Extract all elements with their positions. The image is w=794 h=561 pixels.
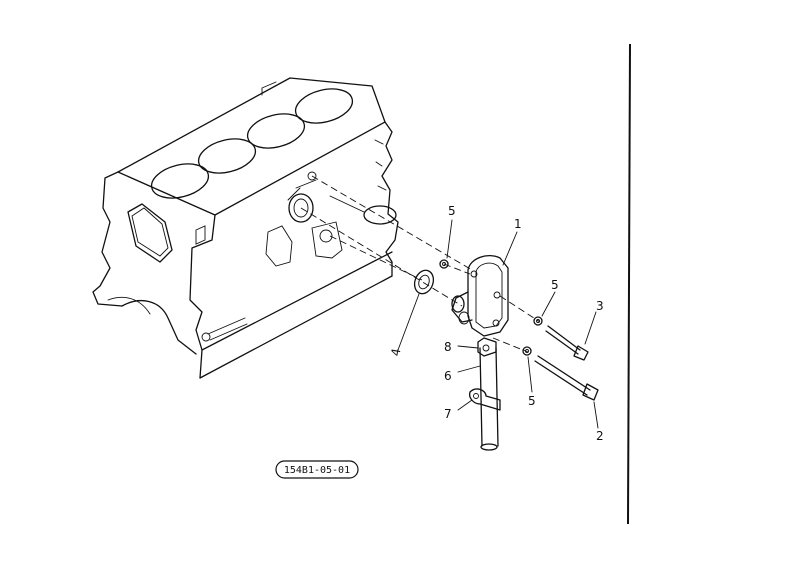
bolt-long <box>534 355 591 396</box>
washer-right <box>533 316 543 326</box>
part-label-7: 7 <box>444 407 452 421</box>
bolts <box>534 325 599 401</box>
bolt-short <box>545 325 581 355</box>
oil-outlet-boss <box>288 193 314 223</box>
part-label-5-lower: 5 <box>528 394 536 408</box>
drawing-border-line <box>627 43 631 525</box>
cylinder-bore-3 <box>246 113 306 149</box>
part-label-6: 6 <box>444 369 452 383</box>
part-label-4: 4 <box>388 347 403 357</box>
washer-upper <box>439 259 449 269</box>
washers <box>439 259 543 356</box>
engine-block <box>92 77 399 379</box>
part-label-1: 1 <box>514 217 522 231</box>
block-front-opening <box>127 203 173 263</box>
tube-bracket <box>468 388 501 411</box>
oil-pump-housing <box>451 255 509 337</box>
cylinder-bore-2 <box>197 138 257 174</box>
part-label-3: 3 <box>596 299 604 313</box>
drawing-code-tag: 154B1-05-01 <box>275 460 359 479</box>
tube-clip <box>477 337 497 357</box>
cylinder-bore-4 <box>294 88 354 124</box>
o-ring-gasket <box>413 269 435 295</box>
part-labels: 1 2 3 4 5 5 5 6 7 8 <box>388 204 603 443</box>
part-label-2: 2 <box>596 429 604 443</box>
part-label-5-right: 5 <box>551 278 559 292</box>
cylinder-bore-1 <box>150 163 210 199</box>
part-label-8: 8 <box>444 340 452 354</box>
part-label-5-upper: 5 <box>448 204 456 218</box>
washer-lower <box>522 346 532 356</box>
drawing-code: 154B1-05-01 <box>284 465 350 476</box>
guide-tube-assembly <box>468 337 501 451</box>
block-top-deck <box>117 77 386 216</box>
block-front-face <box>92 171 123 307</box>
guide-tube <box>479 347 499 447</box>
leader-lines <box>397 219 599 429</box>
